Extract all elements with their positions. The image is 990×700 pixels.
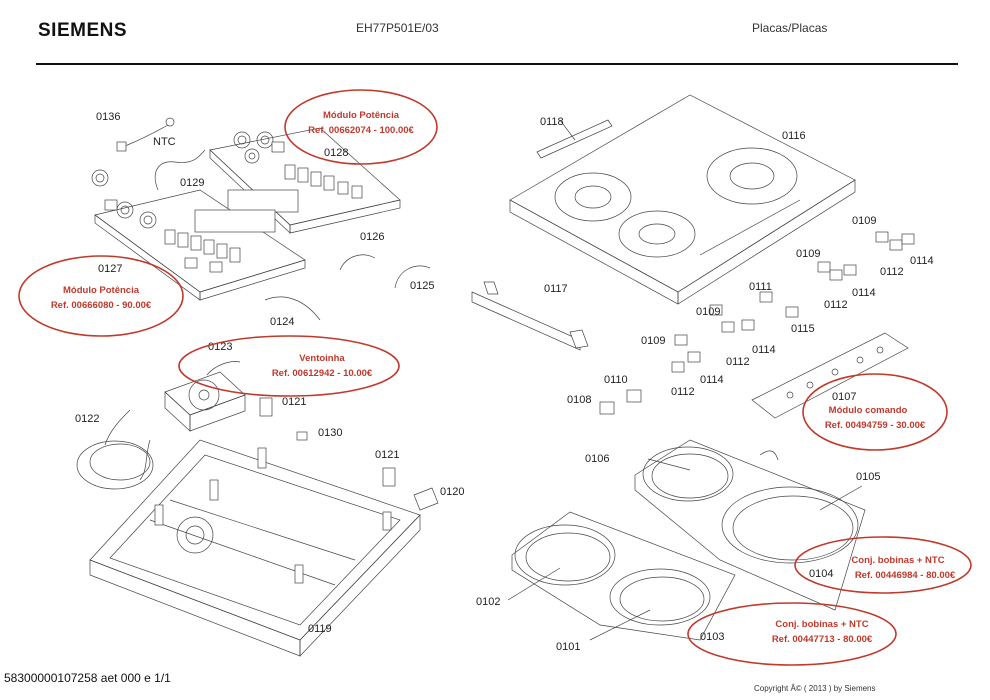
base-tray [89,439,421,657]
label-0121a: 0121 [282,396,306,408]
label-0101: 0101 [556,641,580,653]
label-0112b: 0112 [824,299,848,311]
wire-harness [76,409,154,490]
coil-set-upper [634,439,866,611]
label-0109d: 0109 [641,335,665,347]
coil-set-lower [511,511,736,641]
annotation-fan: Ventoinha Ref. 00612942 - 10.00€ [178,335,400,397]
header-rule [36,63,958,65]
label-0114c: 0114 [752,344,776,356]
label-0136: 0136 [96,111,120,123]
label-0109c: 0109 [696,306,720,318]
label-0107: 0107 [832,391,856,403]
glass-ceramic-top [509,94,856,305]
annotation-title: Conj. bobinas + NTC [851,555,944,566]
annotation-ref: Ref. 00447713 - 80.00€ [772,634,873,645]
fan [164,361,246,432]
annotation-ref: Ref. 00666080 - 90.00€ [51,300,152,311]
annotation-coil-set-lower: Conj. bobinas + NTC Ref. 00447713 - 80.0… [687,602,897,666]
label-0111: 0111 [749,281,772,293]
leader-lines [507,119,863,641]
ntc-sensor [116,117,175,152]
label-0121b: 0121 [375,449,399,461]
label-0106: 0106 [585,453,609,465]
annotation-title: Módulo Potência [63,285,140,296]
label-0112a: 0112 [880,266,904,278]
label-0112d: 0112 [671,386,695,398]
power-module-upper [209,127,401,234]
label-0108: 0108 [567,394,591,406]
label-0126: 0126 [360,231,384,243]
copyright-notice: Copyright Â© ( 2013 ) by Siemens [754,684,876,693]
annotation-ref: Ref. 00494759 - 30.00€ [825,420,926,431]
annotation-title: Conj. bobinas + NTC [775,619,868,630]
label-0118: 0118 [540,116,564,128]
section-title: Placas/Placas [752,21,828,35]
label-0130: 0130 [318,427,342,439]
label-0127: 0127 [98,263,122,275]
label-0114d: 0114 [700,374,724,386]
model-number: EH77P501E/03 [356,21,439,35]
label-0109b: 0109 [796,248,820,260]
label-0109a: 0109 [852,215,876,227]
control-module-board [751,332,909,419]
annotation-ref: Ref. 00446984 - 80.00€ [855,570,956,581]
annotation-control-module: Módulo comando Ref. 00494759 - 30.00€ [802,373,948,451]
label-0128: 0128 [324,147,348,159]
label-0115: 0115 [791,323,815,335]
document-number: 58300000107258 aet 000 e 1/1 [4,671,171,685]
label-0122: 0122 [75,413,99,425]
control-buttons [599,231,915,415]
label-0117: 0117 [544,283,568,295]
label-0112c: 0112 [726,356,750,368]
power-module-lower [91,169,306,301]
bracket-0117 [471,281,589,351]
annotation-ref: Ref. 00662074 - 100.00€ [308,125,414,136]
label-0114a: 0114 [910,255,934,267]
label-0105: 0105 [856,471,880,483]
label-ntc: NTC [153,136,176,148]
cables-left [154,149,431,321]
label-0116: 0116 [782,130,806,142]
annotation-title: Módulo comando [829,405,908,416]
label-0120: 0120 [440,486,464,498]
label-0103: 0103 [700,631,724,643]
annotation-power-module-upper: Módulo Potência Ref. 00662074 - 100.00€ [284,89,438,165]
label-0102: 0102 [476,596,500,608]
label-0110: 0110 [604,374,628,386]
label-0114b: 0114 [852,287,876,299]
annotation-ref: Ref. 00612942 - 10.00€ [272,368,373,379]
label-0119: 0119 [308,623,332,635]
label-0125: 0125 [410,280,434,292]
springs-clips [259,397,439,511]
label-0124: 0124 [270,316,294,328]
label-0104: 0104 [809,568,833,580]
annotation-title: Módulo Potência [323,110,400,121]
brand-logo: SIEMENS [38,20,128,41]
label-0129: 0129 [180,177,204,189]
annotation-title: Ventoinha [299,353,345,364]
annotation-coil-set-upper: Conj. bobinas + NTC Ref. 00446984 - 80.0… [794,536,972,594]
annotation-power-module-lower: Módulo Potência Ref. 00666080 - 90.00€ [18,255,184,337]
